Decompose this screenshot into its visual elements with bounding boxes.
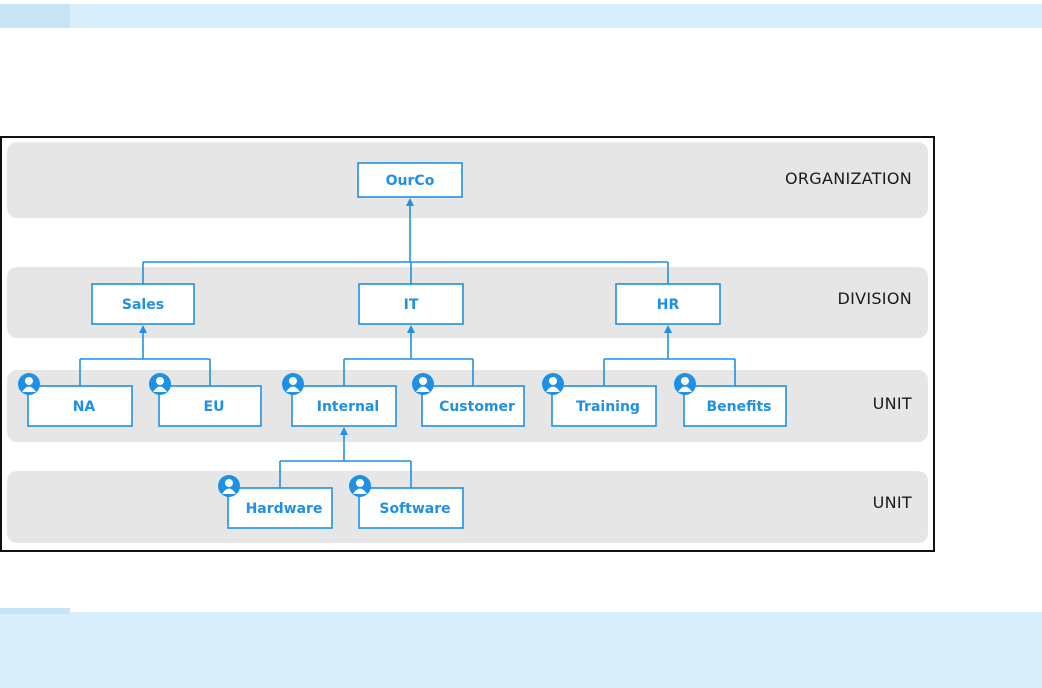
level-label: DIVISION [837, 289, 912, 308]
arrow-up-icon [340, 427, 348, 435]
node-label: Software [379, 501, 450, 517]
level-band-lvl-unit2 [7, 471, 928, 543]
node-box [615, 283, 721, 325]
node-box [158, 385, 262, 427]
node-box [357, 162, 463, 198]
arrow-up-icon [406, 198, 414, 206]
org-node-hardware[interactable]: Hardware [218, 475, 333, 529]
node-box [551, 385, 657, 427]
user-icon [412, 373, 434, 395]
node-box [358, 487, 464, 529]
user-icon [149, 373, 171, 395]
node-label: IT [404, 297, 419, 313]
node-box [27, 385, 133, 427]
node-label: Training [576, 399, 640, 415]
node-box [421, 385, 525, 427]
arrow-up-icon [407, 325, 415, 333]
node-label: EU [204, 399, 225, 415]
org-node-eu[interactable]: EU [149, 373, 262, 427]
org-node-na[interactable]: NA [18, 373, 133, 427]
node-box [358, 283, 464, 325]
top-banner [0, 4, 1042, 28]
node-label: Sales [122, 297, 164, 313]
org-node-hr[interactable]: HR [615, 283, 721, 325]
org-node-software[interactable]: Software [349, 475, 464, 529]
bottom-banner [0, 612, 1042, 688]
user-icon [282, 373, 304, 395]
org-node-it[interactable]: IT [358, 283, 464, 325]
user-icon [542, 373, 564, 395]
user-icon [674, 373, 696, 395]
node-label: HR [657, 297, 680, 313]
bottom-banner-tab [0, 608, 70, 614]
level-label: ORGANIZATION [785, 169, 912, 188]
node-box [683, 385, 787, 427]
node-label: Internal [317, 399, 379, 415]
node-box [91, 283, 195, 325]
arrow-up-icon [139, 325, 147, 333]
org-node-ourco[interactable]: OurCo [357, 162, 463, 198]
org-node-internal[interactable]: Internal [282, 373, 397, 427]
org-node-benefits[interactable]: Benefits [674, 373, 787, 427]
org-node-sales[interactable]: Sales [91, 283, 195, 325]
node-label: Hardware [246, 501, 323, 517]
user-icon [18, 373, 40, 395]
arrow-up-icon [664, 325, 672, 333]
level-label: UNIT [873, 394, 912, 413]
node-label: Customer [439, 399, 515, 415]
user-icon [349, 475, 371, 497]
node-box [227, 487, 333, 529]
org-node-training[interactable]: Training [542, 373, 657, 427]
level-label: UNIT [873, 493, 912, 512]
node-label: OurCo [386, 173, 435, 189]
node-label: Benefits [706, 399, 771, 415]
top-banner-tab [0, 4, 70, 28]
node-label: NA [73, 399, 96, 415]
org-node-customer[interactable]: Customer [412, 373, 525, 427]
connectors [79, 198, 736, 488]
level-band-lvl-org [7, 142, 928, 218]
node-box [291, 385, 397, 427]
user-icon [218, 475, 240, 497]
